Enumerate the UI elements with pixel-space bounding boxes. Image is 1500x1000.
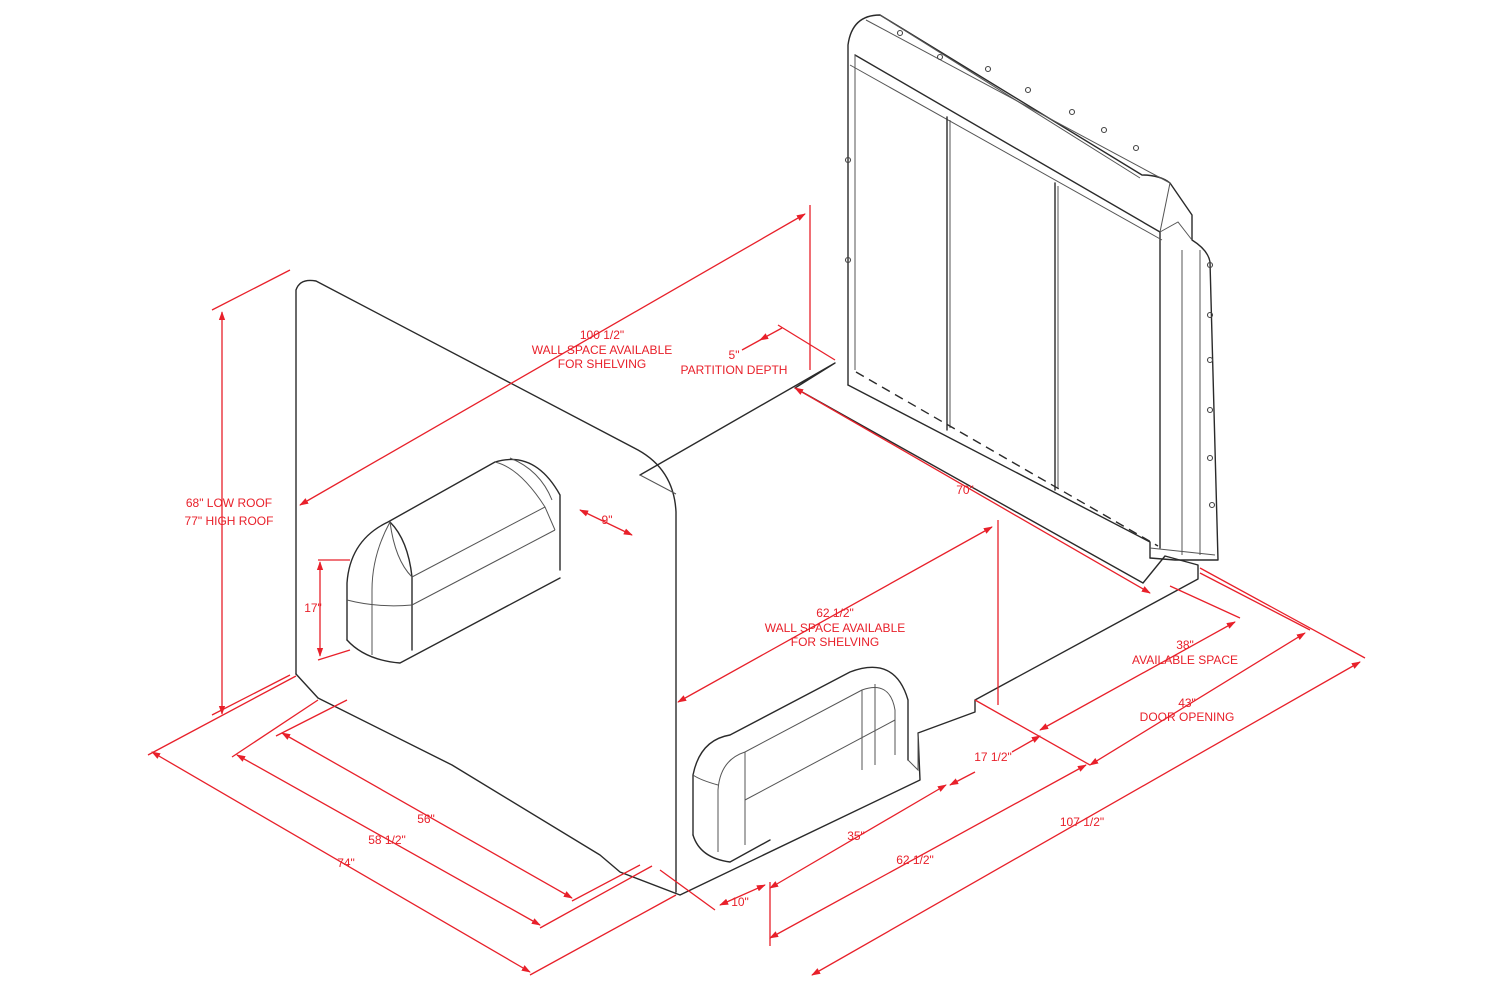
van-outline [295,14,1219,896]
width-74-label: 74" [337,856,355,870]
wheel-well-9-label: 9" [602,513,613,527]
width-56-label: 56" [417,812,435,826]
wheel-well-17-label: 17" [304,601,322,615]
wall-space-right-line2: FOR SHELVING [791,635,879,649]
height-high-roof-label: 77" HIGH ROOF [185,514,274,528]
wall-space-right-value: 62 1/2" [816,606,854,620]
cargo-partition [844,14,1219,561]
partition-depth-label: PARTITION DEPTH [681,363,788,377]
wall-space-right-line1: WALL SPACE AVAILABLE [765,621,906,635]
width-58-half-label: 58 1/2" [368,833,406,847]
available-space-label: AVAILABLE SPACE [1132,653,1238,667]
right-wheel-well [692,666,919,863]
door-opening-label: DOOR OPENING [1140,710,1235,724]
height-low-roof-label: 68" LOW ROOF [186,496,272,510]
length-35-label: 35" [847,829,865,843]
left-side-wall [295,279,677,893]
wall-space-left-line1: WALL SPACE AVAILABLE [532,343,673,357]
door-opening-value: 43" [1178,696,1196,710]
available-space-value: 38" [1176,638,1194,652]
length-10-label: 10" [731,895,749,909]
length-107-half-label: 107 1/2" [1060,815,1104,829]
dimension-lines [147,205,1366,976]
left-wheel-well [346,457,561,664]
wall-space-left-line2: FOR SHELVING [558,357,646,371]
length-62-half-label: 62 1/2" [896,853,934,867]
depth-70-label: 70" [956,483,974,497]
wall-space-left-value: 100 1/2" [580,328,624,342]
gap-17-half-label: 17 1/2" [974,750,1012,764]
dimension-labels: 68" LOW ROOF 77" HIGH ROOF 100 1/2" WALL… [185,328,1239,909]
partition-depth-value: 5" [729,348,740,362]
